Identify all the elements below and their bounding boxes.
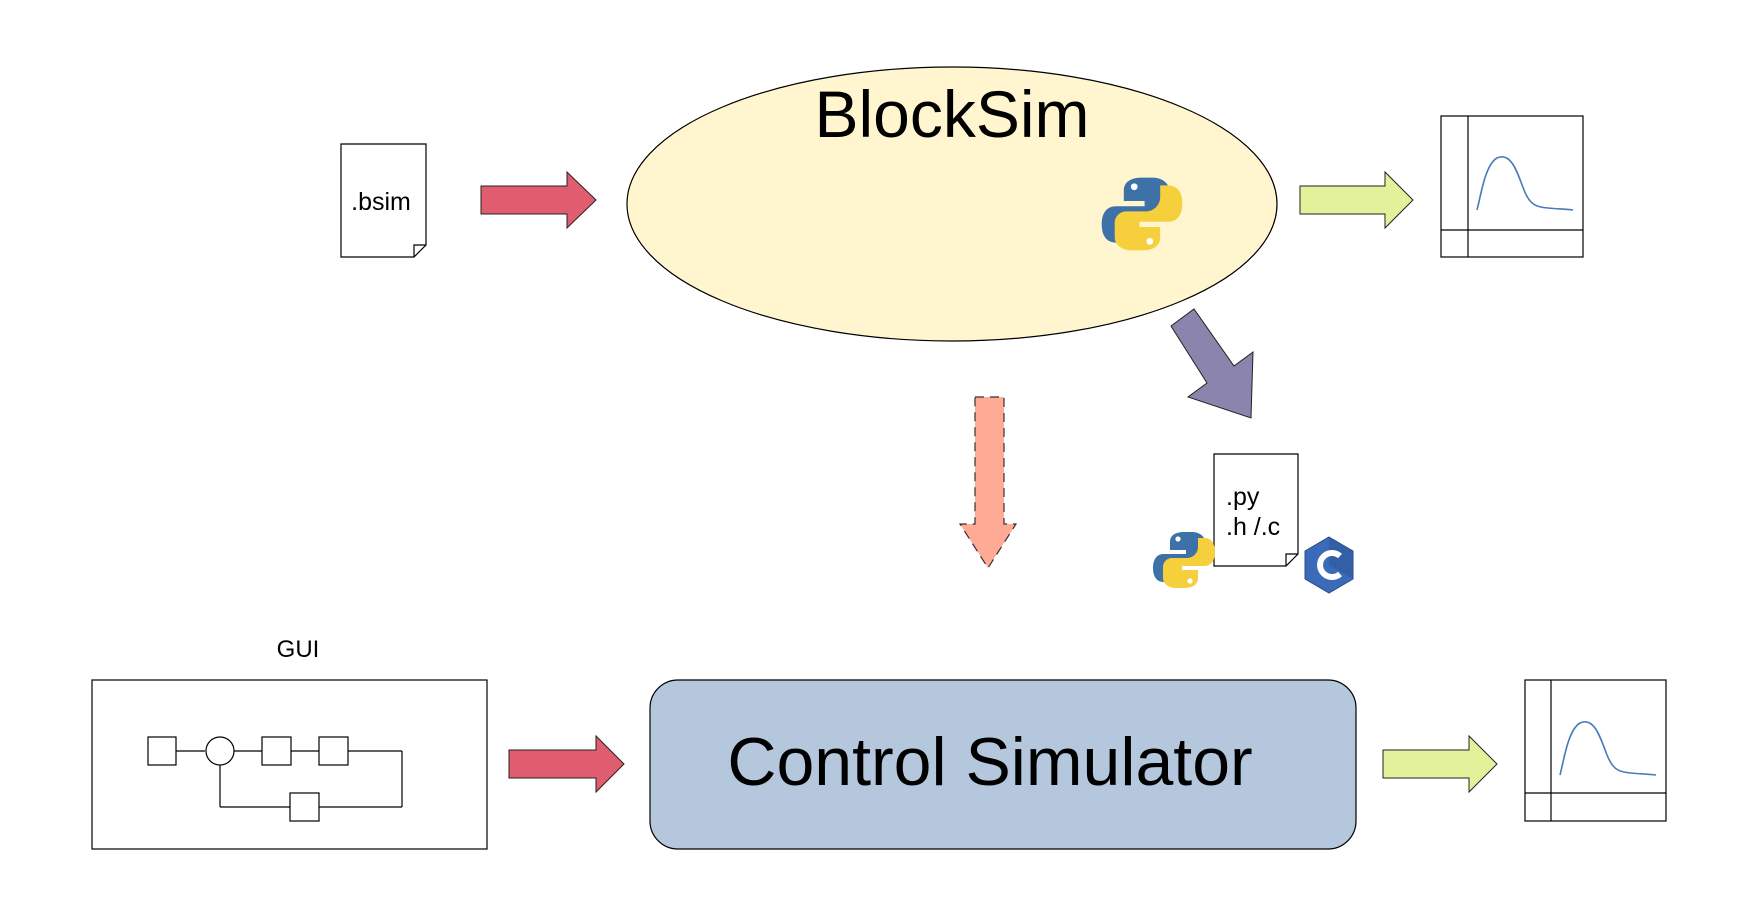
bsim-file: .bsim (340, 143, 427, 258)
plot-curve (1476, 155, 1574, 211)
blocksim-title: BlockSim (814, 77, 1089, 151)
gui-block-diagram (147, 736, 403, 822)
control-simulator-box (649, 679, 1357, 850)
python-logo-icon (1153, 532, 1215, 588)
link-arrow-dashed (958, 396, 1018, 570)
input-arrow-gui (508, 734, 625, 794)
control-simulator-label: Control Simulator (727, 724, 1252, 800)
plot-icon-top (1440, 115, 1584, 258)
file-fold (413, 244, 426, 257)
gui-block (289, 792, 320, 822)
input-arrow-bsim (480, 170, 597, 230)
blocksim-ellipse (626, 66, 1278, 342)
bsim-file-label: .bsim (351, 188, 411, 216)
control-simulator-node: Control Simulator (649, 679, 1357, 850)
gui-block (318, 736, 349, 766)
c-language-logo-icon (1304, 536, 1354, 594)
gui-summing-junction (205, 736, 235, 766)
gui-panel (91, 679, 488, 850)
plot-curve (1559, 720, 1657, 776)
output-arrow-blocksim (1299, 170, 1414, 230)
output-arrow-simulator (1382, 734, 1498, 794)
gui-block (261, 736, 292, 766)
gui-label: GUI (277, 636, 320, 663)
generated-file-line1: .py (1226, 483, 1260, 511)
plot-icon-bottom (1524, 679, 1667, 822)
plot-frame (1524, 679, 1667, 822)
generated-file-line2: .h /.c (1226, 513, 1280, 541)
plot-frame (1440, 115, 1584, 258)
file-icon (340, 143, 427, 258)
blocksim-node: BlockSim (626, 66, 1278, 342)
file-fold (1285, 553, 1298, 566)
codegen-arrow (1170, 308, 1254, 419)
gui-block (147, 736, 177, 766)
generated-code-file: .py .h /.c (1213, 453, 1299, 567)
